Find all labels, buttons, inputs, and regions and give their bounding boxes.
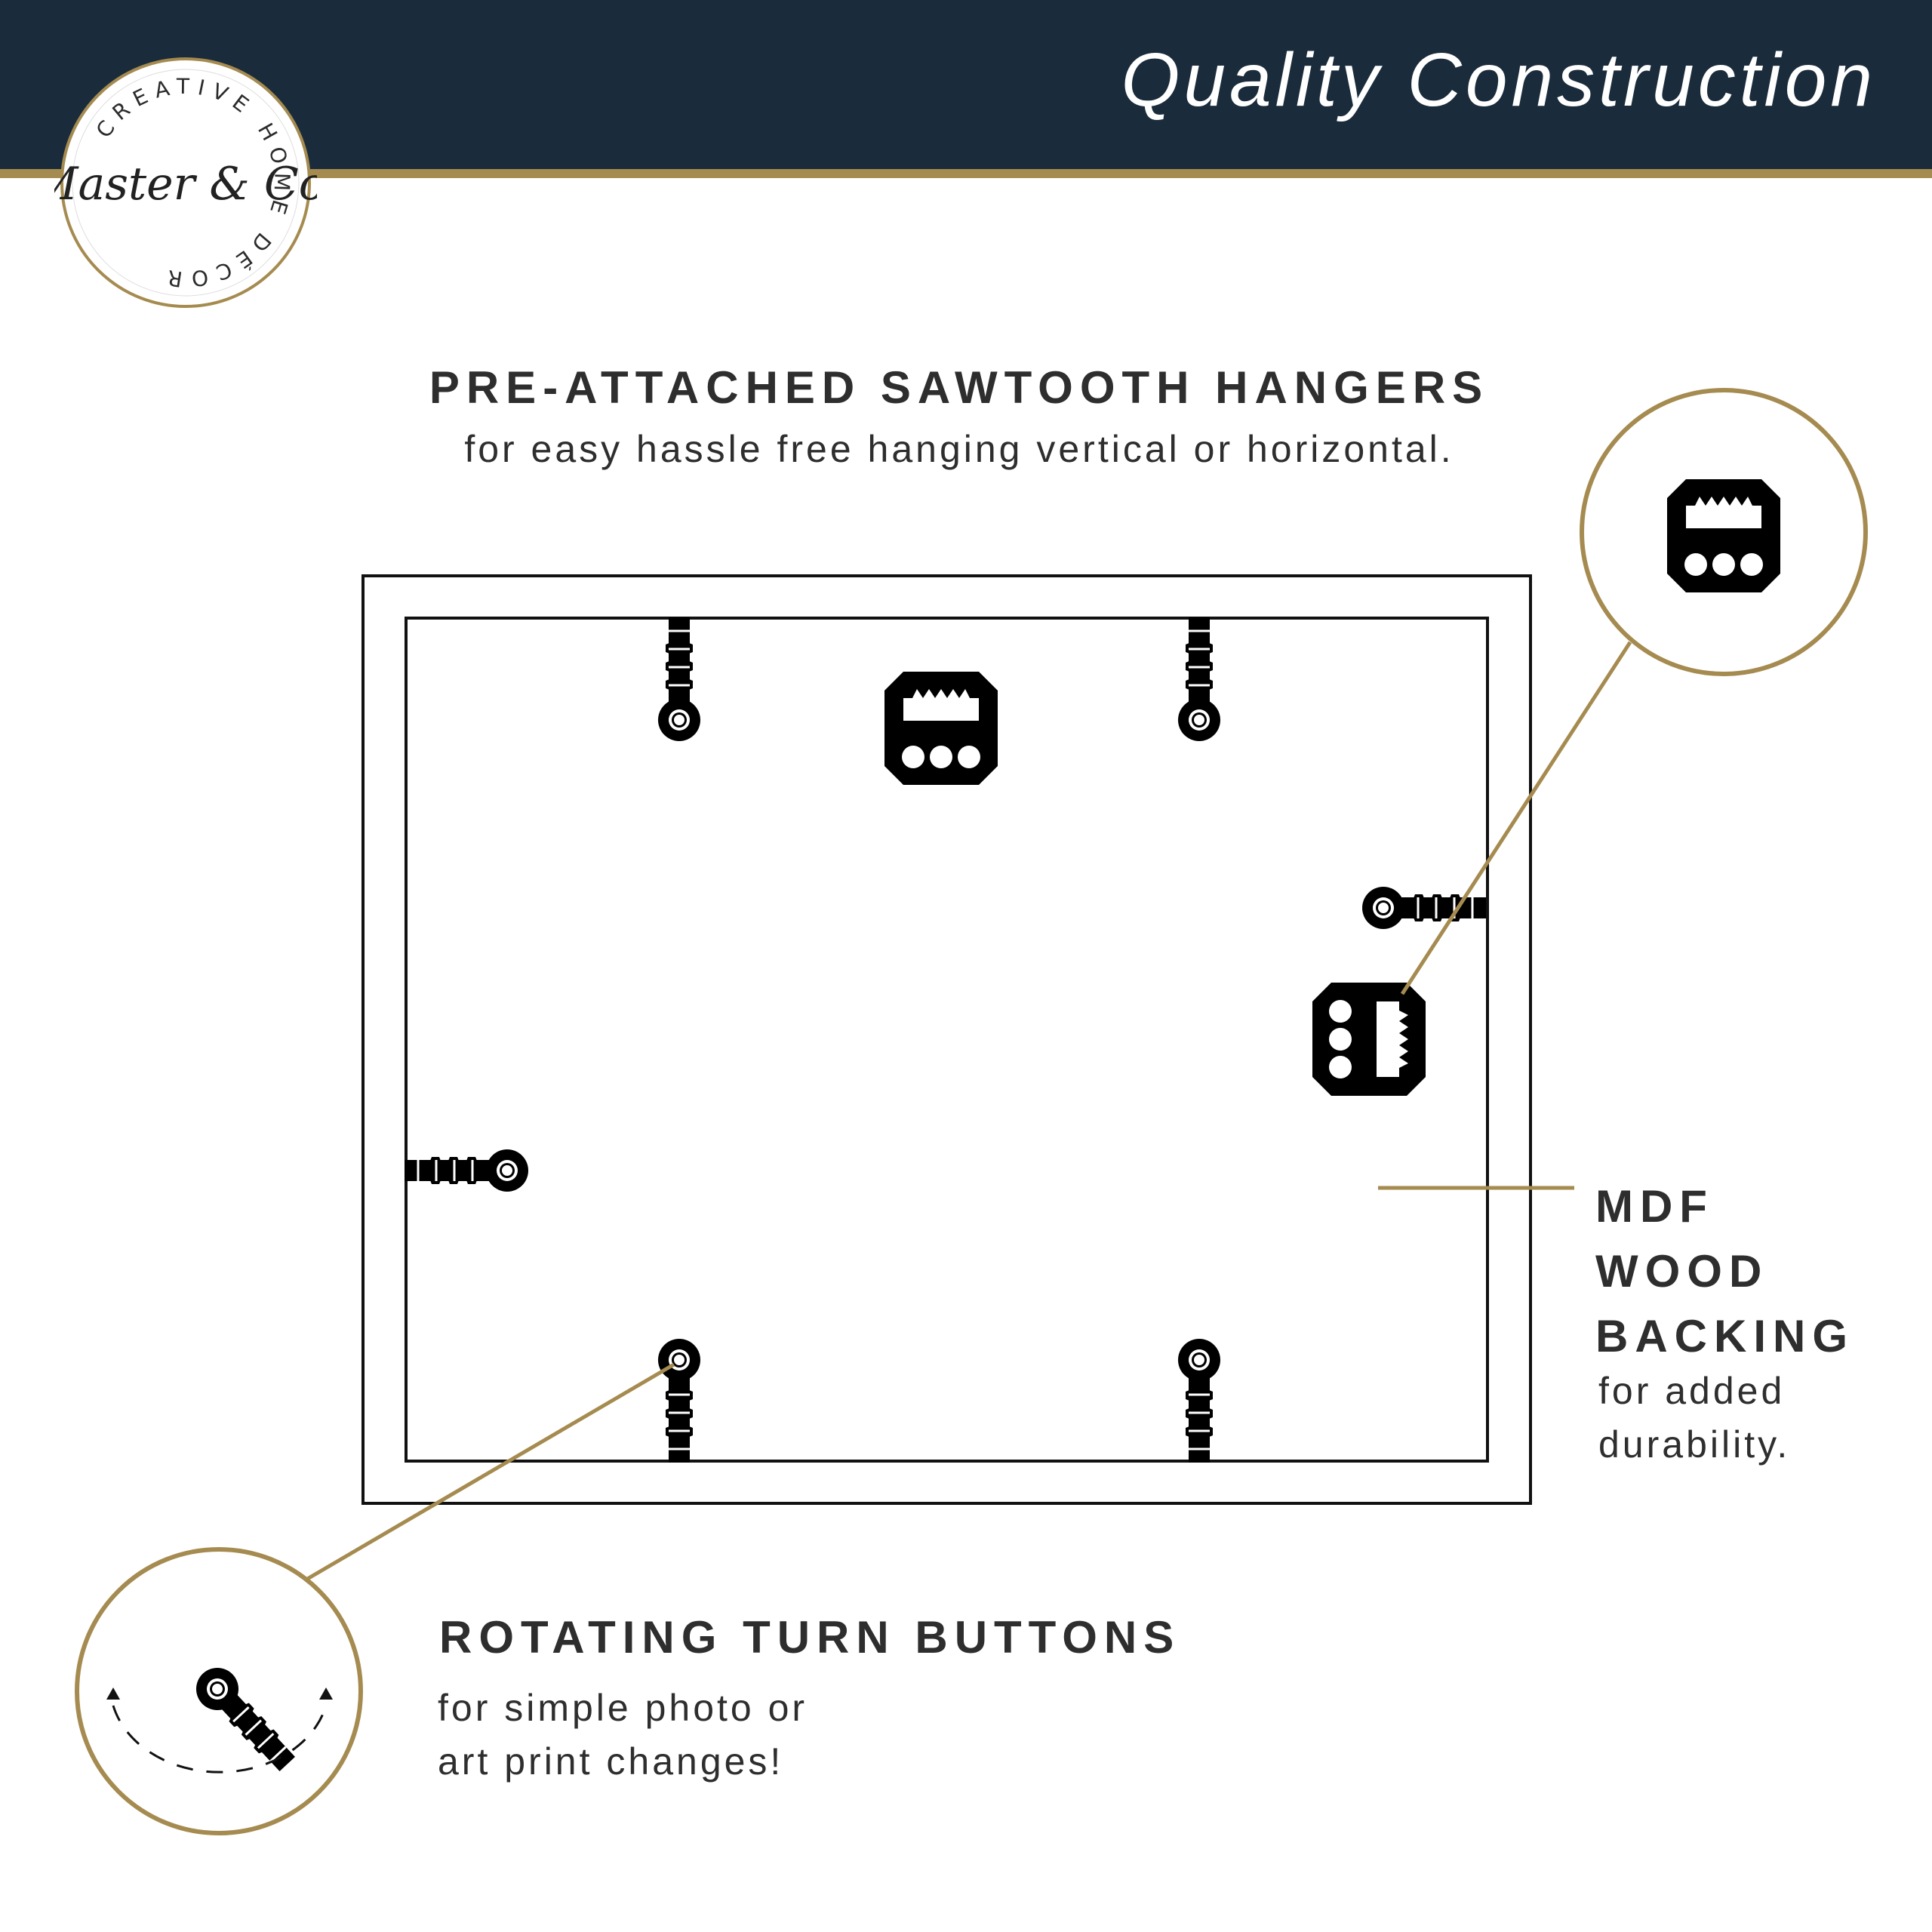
sawtooth-hanger-icon bbox=[884, 672, 998, 785]
sawtooth-hanger-icon bbox=[1667, 479, 1780, 592]
backing-heading: MDF WOOD BACKING bbox=[1595, 1174, 1854, 1369]
sawtooth-hanger-icon bbox=[1312, 983, 1426, 1096]
turn-buttons-subtext-line: art print changes! bbox=[438, 1740, 784, 1783]
brand-logo: CREATIVE HOME DÉCOR Master & Co. bbox=[54, 57, 317, 308]
turn-button-bottom-right bbox=[1177, 1337, 1222, 1464]
turn-button-bottom-left bbox=[657, 1337, 702, 1464]
turn-button-top-right bbox=[1177, 616, 1222, 743]
hangers-subtext: for easy hassle free hanging vertical or… bbox=[464, 428, 1454, 470]
turn-buttons-heading: ROTATING TURN BUTTONS bbox=[439, 1612, 1181, 1663]
header-bar bbox=[0, 0, 1932, 169]
backing-heading-line: MDF bbox=[1595, 1181, 1714, 1232]
turn-buttons-subtext: for simple photo or art print changes! bbox=[438, 1681, 808, 1789]
page-title: Quality Construction bbox=[1121, 38, 1876, 122]
logo-script-text: Master & Co. bbox=[54, 158, 317, 211]
hangers-heading: PRE-ATTACHED SAWTOOTH HANGERS bbox=[429, 362, 1490, 413]
backing-subtext-line: durability. bbox=[1598, 1423, 1791, 1466]
backing-heading-line: BACKING bbox=[1595, 1311, 1854, 1361]
turn-button-top-left bbox=[657, 616, 702, 743]
backing-subtext: for added durability. bbox=[1598, 1364, 1790, 1472]
backing-subtext-line: for added bbox=[1598, 1370, 1786, 1412]
turn-button-left bbox=[403, 1148, 530, 1193]
hanger-callout-line bbox=[1400, 641, 1632, 995]
rotation-arrow-icon bbox=[106, 1687, 333, 1774]
backing-heading-line: WOOD bbox=[1595, 1246, 1769, 1297]
turn-buttons-subtext-line: for simple photo or bbox=[438, 1687, 808, 1729]
mdf-backing-panel bbox=[405, 617, 1489, 1463]
turn-button-callout-line bbox=[303, 1362, 675, 1583]
header-gold-rule bbox=[0, 169, 1932, 178]
frame-outer-edge bbox=[361, 574, 1532, 1505]
